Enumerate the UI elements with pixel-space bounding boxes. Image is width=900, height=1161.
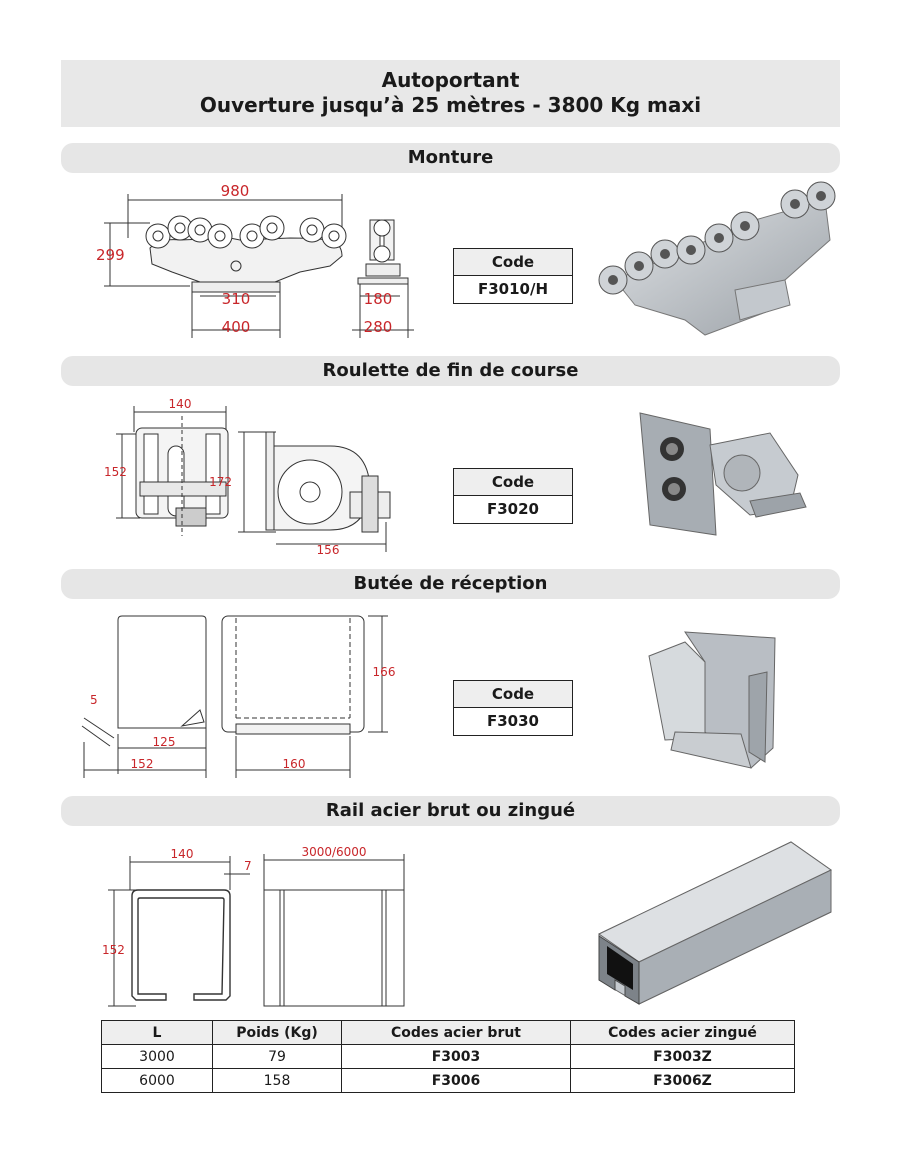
rail-table: L Poids (Kg) Codes acier brut Codes acie… bbox=[101, 1020, 795, 1093]
table-header-row: L Poids (Kg) Codes acier brut Codes acie… bbox=[101, 1020, 795, 1045]
dim-166: 166 bbox=[373, 665, 396, 679]
table-row: 6000 158 F3006 F3006Z bbox=[101, 1068, 795, 1093]
roulette-drawing: 140 152 172 156 bbox=[104, 397, 391, 557]
monture-photo bbox=[598, 181, 836, 336]
code-value: F3010/H bbox=[477, 280, 549, 298]
col-header-l: L bbox=[101, 1020, 213, 1045]
code-box-butee: Code F3030 bbox=[453, 680, 573, 736]
dim-3000-6000: 3000/6000 bbox=[301, 845, 366, 859]
rail-photo bbox=[598, 841, 832, 1005]
dim-152: 152 bbox=[131, 757, 154, 771]
dim-299: 299 bbox=[96, 246, 125, 264]
section-title-butee: Butée de réception bbox=[61, 569, 840, 599]
dim-172: 172 bbox=[209, 475, 232, 489]
cell-code-zingue: F3006Z bbox=[570, 1068, 795, 1093]
col-header-codes-zingue: Codes acier zingué bbox=[570, 1020, 795, 1045]
cell-code-brut: F3003 bbox=[341, 1044, 571, 1069]
butee-drawing: 5 125 152 160 166 bbox=[81, 615, 396, 778]
col-header-codes-brut: Codes acier brut bbox=[341, 1020, 571, 1045]
dim-160: 160 bbox=[283, 757, 306, 771]
dim-400: 400 bbox=[222, 318, 251, 336]
code-header: Code bbox=[454, 469, 572, 496]
dim-7: 7 bbox=[244, 859, 252, 873]
butee-photo bbox=[648, 631, 776, 769]
col-header-poids: Poids (Kg) bbox=[212, 1020, 342, 1045]
cell-length: 3000 bbox=[101, 1044, 213, 1069]
section-title-roulette: Roulette de fin de course bbox=[61, 356, 840, 386]
code-box-monture: Code F3010/H bbox=[453, 248, 573, 304]
cell-length: 6000 bbox=[101, 1068, 213, 1093]
dim-280: 280 bbox=[364, 318, 393, 336]
header-subtitle: Ouverture jusqu’à 25 mètres - 3800 Kg ma… bbox=[199, 93, 702, 117]
dim-140: 140 bbox=[171, 847, 194, 861]
code-header: Code bbox=[454, 249, 572, 276]
dim-980: 980 bbox=[221, 182, 250, 200]
section-title-monture: Monture bbox=[61, 143, 840, 173]
dim-125: 125 bbox=[153, 735, 176, 749]
dim-152: 152 bbox=[104, 465, 127, 479]
page-header: Autoportant Ouverture jusqu’à 25 mètres … bbox=[61, 60, 840, 127]
dim-310: 310 bbox=[222, 290, 251, 308]
monture-drawing: 980 299 310 400 180 280 bbox=[96, 182, 414, 338]
code-value: F3020 bbox=[487, 500, 539, 518]
rail-drawing: 140 7 3000/6000 152 bbox=[102, 845, 405, 1007]
cell-weight: 158 bbox=[212, 1068, 342, 1093]
dim-140: 140 bbox=[169, 397, 192, 411]
dim-5: 5 bbox=[90, 693, 98, 707]
cell-weight: 79 bbox=[212, 1044, 342, 1069]
code-header: Code bbox=[454, 681, 572, 708]
dim-156: 156 bbox=[317, 543, 340, 557]
dim-180: 180 bbox=[364, 290, 393, 308]
dim-152: 152 bbox=[102, 943, 125, 957]
code-box-roulette: Code F3020 bbox=[453, 468, 573, 524]
cell-code-zingue: F3003Z bbox=[570, 1044, 795, 1069]
code-value: F3030 bbox=[487, 712, 539, 730]
table-row: 3000 79 F3003 F3003Z bbox=[101, 1044, 795, 1069]
header-title: Autoportant bbox=[381, 68, 520, 92]
roulette-photo bbox=[639, 412, 807, 536]
section-title-rail: Rail acier brut ou zingué bbox=[61, 796, 840, 826]
cell-code-brut: F3006 bbox=[341, 1068, 571, 1093]
